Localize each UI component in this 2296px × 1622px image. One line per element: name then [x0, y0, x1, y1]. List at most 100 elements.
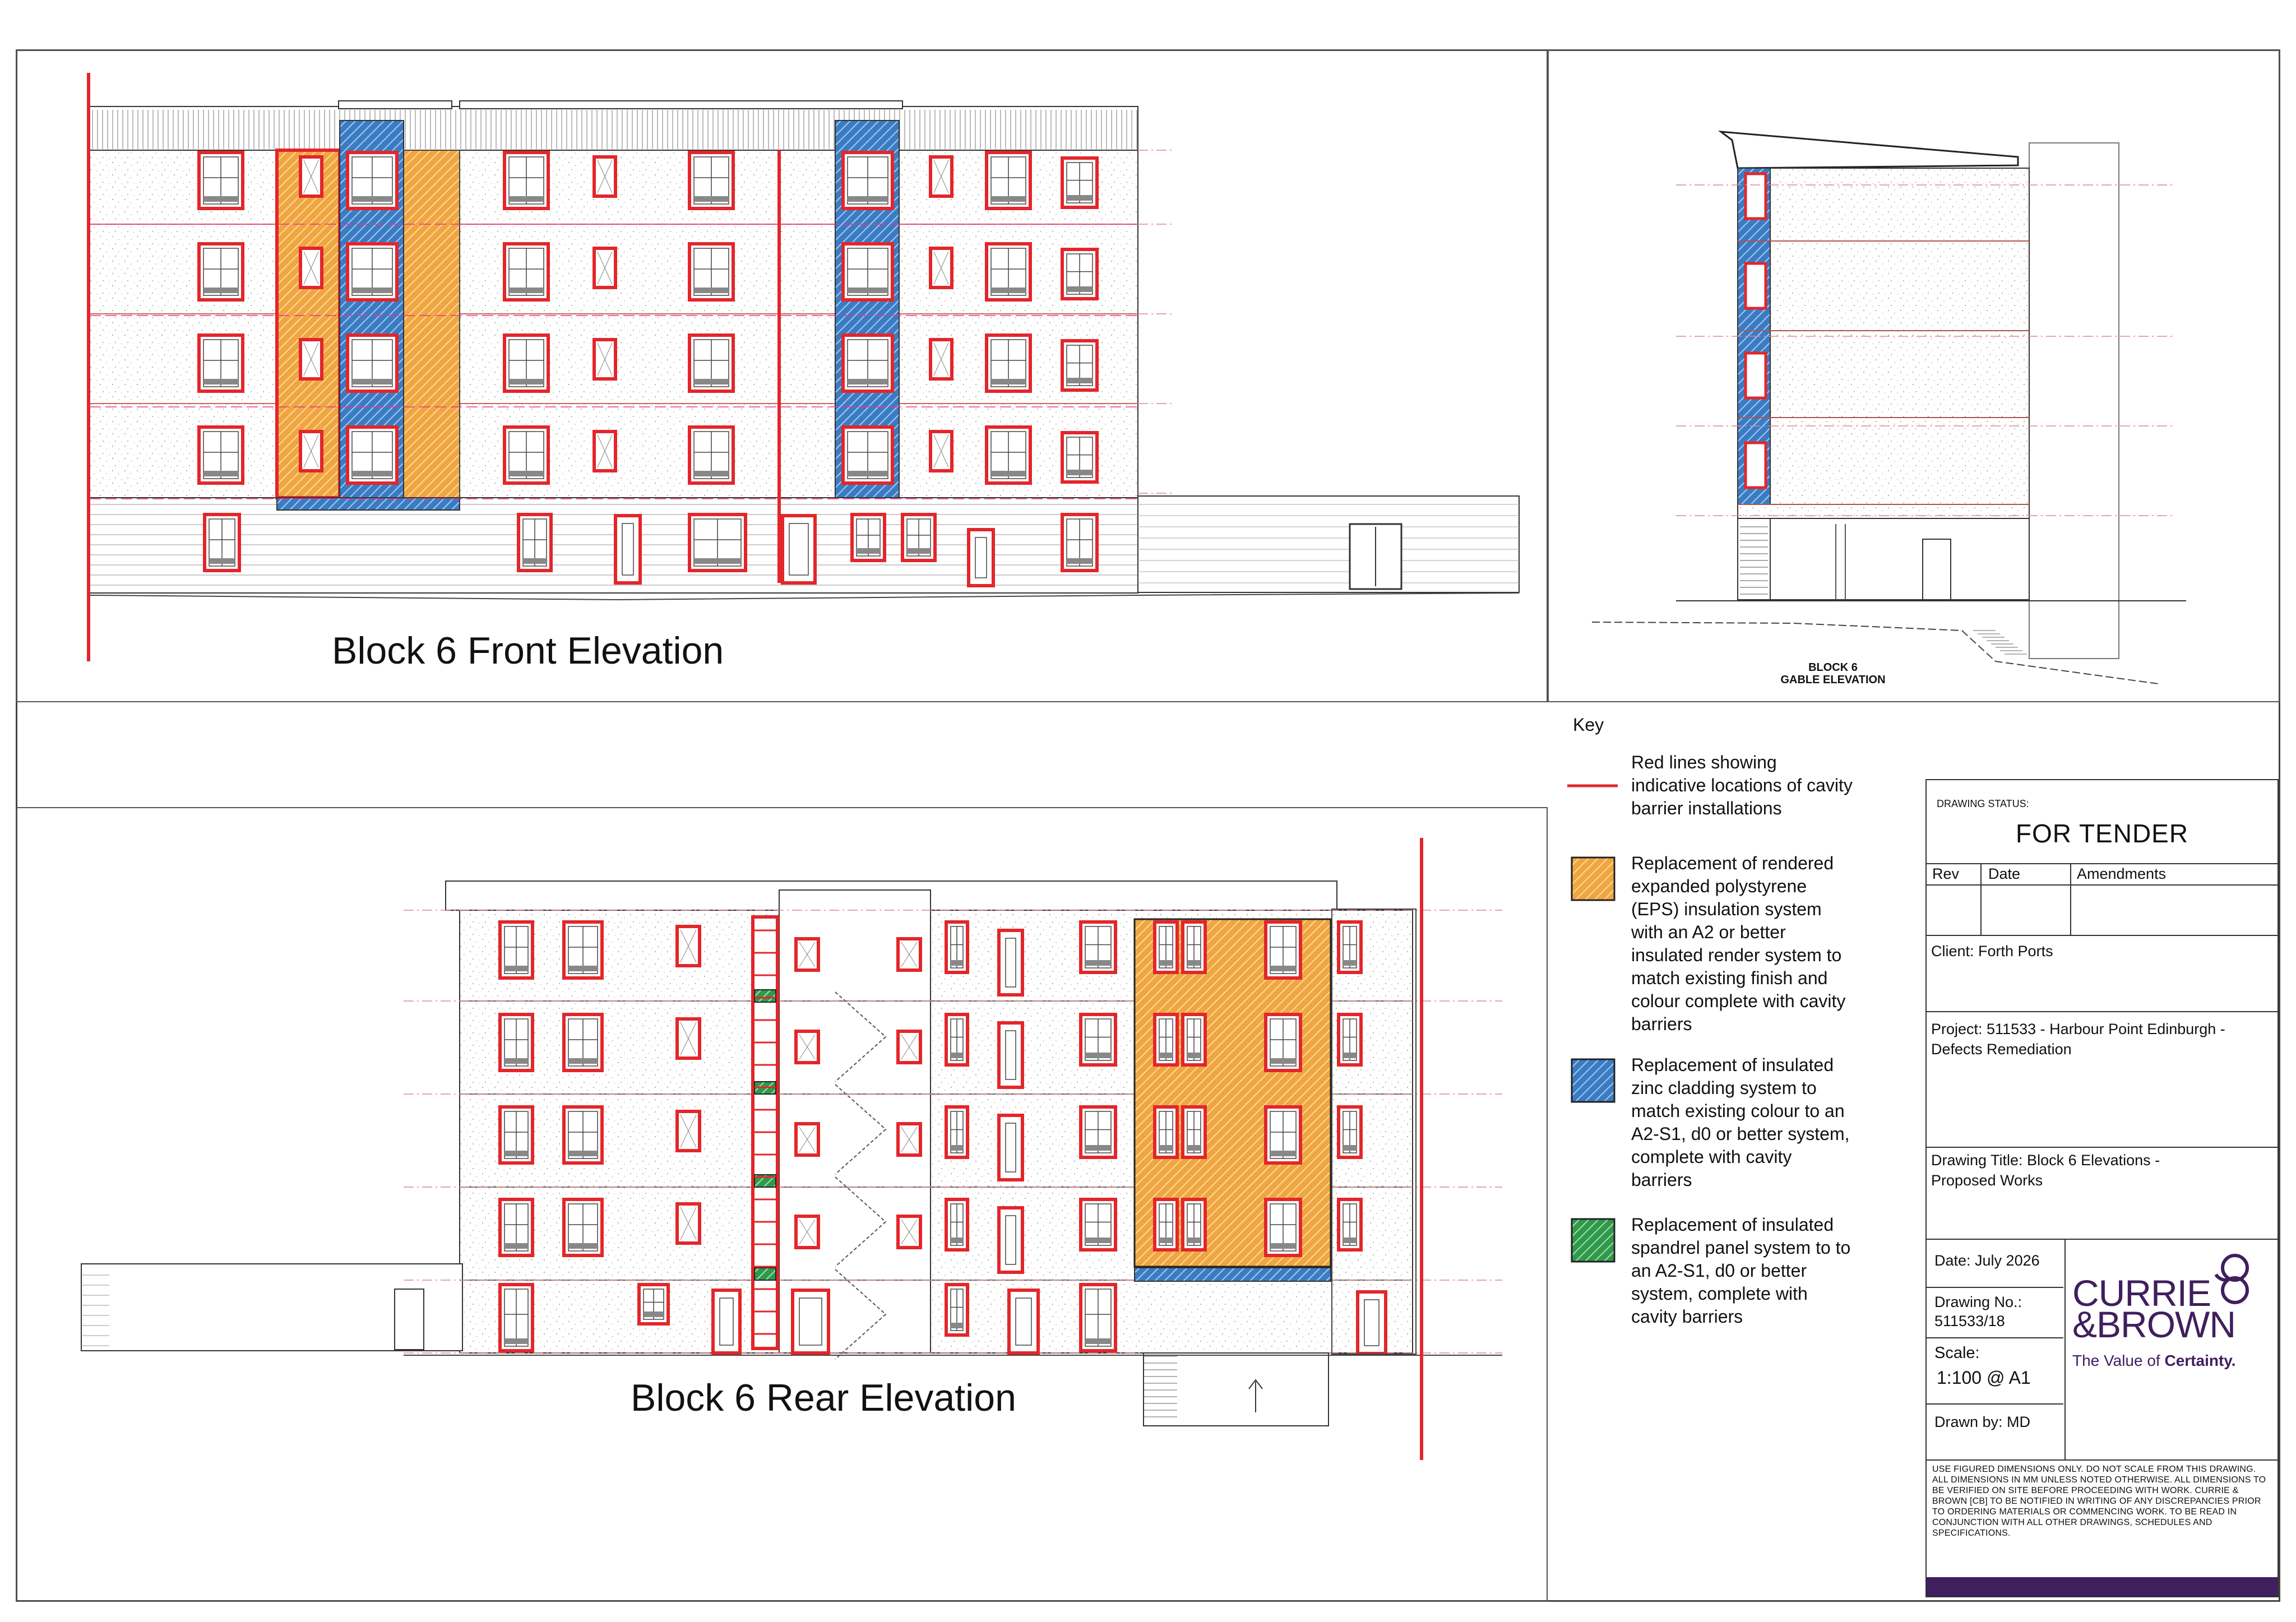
drawing-status-value: FOR TENDER: [2015, 819, 2189, 848]
currie-brown-logo: CURRIE &BROWN The Value of Certainty.: [2068, 1251, 2275, 1458]
window: [1061, 339, 1099, 392]
key-item-text: Replacement of rendered expanded polysty…: [1631, 853, 1846, 1034]
small-window: [896, 937, 922, 972]
small-window: [896, 1030, 922, 1064]
small-window: [929, 247, 953, 289]
blue-hatch-swatch-icon: [1571, 1058, 1615, 1103]
small-window: [675, 1017, 701, 1060]
small-window: [794, 1215, 820, 1249]
stair-flight: [835, 991, 887, 1082]
window: [1181, 1198, 1207, 1252]
drawing-title-field: Drawing Title: Block 6 Elevations - Prop…: [1931, 1152, 2160, 1189]
window: [1061, 248, 1099, 300]
roof-parapet: [89, 106, 1138, 151]
zinc-cladding-band: [1134, 1267, 1331, 1282]
rear-elevation-drawing: [81, 838, 1502, 1460]
title-block-footer-bar: [1927, 1577, 2278, 1596]
small-window: [592, 155, 617, 198]
drawing-no-label: Drawing No.:: [1934, 1294, 2022, 1310]
window: [203, 513, 241, 572]
gable-title-line2: GABLE ELEVATION: [1780, 674, 1886, 686]
balcony-door: [997, 929, 1024, 997]
scale-label: Scale:: [1934, 1344, 1980, 1362]
window: [197, 151, 244, 210]
small-window: [794, 1030, 820, 1064]
window: [1153, 1105, 1179, 1159]
window: [1264, 1013, 1302, 1072]
small-window: [675, 1110, 701, 1152]
rear-elevation-title: Block 6 Rear Elevation: [631, 1377, 1016, 1419]
amendments-column-header: Amendments: [2077, 865, 2167, 882]
window: [562, 1013, 604, 1072]
window: [841, 242, 894, 302]
disclaimer-text: USE FIGURED DIMENSIONS ONLY. DO NOT SCAL…: [1932, 1465, 2266, 1538]
stair-flight: [835, 1084, 887, 1175]
spandrel-panel: [754, 989, 776, 1003]
window: [503, 425, 550, 485]
window: [1337, 1198, 1363, 1252]
small-window: [794, 1122, 820, 1157]
scale-value: 1:100 @ A1: [1937, 1368, 2031, 1388]
window: [1337, 1105, 1363, 1159]
gable-window: [1744, 441, 1767, 489]
window: [850, 513, 886, 562]
window: [1061, 513, 1099, 572]
small-window: [929, 338, 953, 381]
gable-wall-render: [1737, 168, 2030, 519]
window: [841, 333, 894, 393]
rev-column-header: Rev: [1932, 865, 1960, 882]
drawn-by-field: Drawn by: MD: [1934, 1414, 2031, 1430]
gable-window: [1744, 351, 1767, 400]
key-item-zinc-cladding: Replacement of insulated zinc cladding s…: [1564, 1054, 1855, 1199]
stair-entrance-door: [791, 1289, 830, 1355]
window: [945, 1105, 969, 1159]
front-elevation-title: Block 6 Front Elevation: [332, 629, 724, 672]
gable-title-line1: BLOCK 6: [1808, 661, 1858, 674]
small-window: [592, 338, 617, 381]
window: [346, 333, 399, 393]
balcony-door: [997, 1206, 1024, 1274]
roof-capping: [459, 100, 903, 109]
window: [1264, 1198, 1302, 1257]
window: [1079, 1198, 1117, 1252]
small-window: [896, 1122, 922, 1157]
window: [985, 333, 1032, 393]
key-item-text: Replacement of insulated zinc cladding s…: [1631, 1055, 1850, 1190]
tagline-bold: Certainty.: [2164, 1352, 2236, 1369]
balcony-door: [997, 1021, 1024, 1089]
small-window: [794, 937, 820, 972]
balcony-bay: [1331, 909, 1417, 1355]
gable-ground-floor: [1737, 518, 2030, 600]
window: [197, 333, 244, 393]
title-block: DRAWING STATUS: FOR TENDER Rev Date Amen…: [1925, 779, 2279, 1597]
entrance-door: [967, 528, 995, 587]
small-window: [299, 338, 323, 381]
gable-elevation-frame: [1548, 49, 2280, 702]
window: [1153, 920, 1179, 974]
window: [197, 242, 244, 302]
rear-elevation-frame: [16, 807, 1548, 1602]
logo-tagline: The Value of Certainty.: [2072, 1352, 2236, 1370]
window: [688, 513, 747, 572]
window: [841, 151, 894, 210]
window: [945, 920, 969, 974]
window: [945, 1013, 969, 1067]
window: [503, 333, 550, 393]
window: [901, 513, 937, 562]
date-field: Date: July 2026: [1934, 1252, 2040, 1269]
window: [1264, 1105, 1302, 1165]
small-window: [929, 430, 953, 472]
entrance-door: [614, 514, 642, 585]
zinc-cladding-band: [276, 497, 460, 511]
basement-ramp: [1143, 1352, 1329, 1426]
key-item-eps-render: Replacement of rendered expanded polysty…: [1564, 852, 1855, 1037]
window: [1079, 1283, 1117, 1352]
window: [498, 1283, 534, 1352]
window: [346, 151, 399, 210]
gable-window: [1744, 172, 1767, 220]
logo-line2: &BROWN: [2072, 1304, 2236, 1345]
orange-hatch-swatch-icon: [1571, 856, 1615, 901]
spandrel-panel: [754, 1267, 776, 1281]
logo-line1: CURRIE: [2072, 1272, 2211, 1314]
balcony-door: [997, 1114, 1024, 1181]
